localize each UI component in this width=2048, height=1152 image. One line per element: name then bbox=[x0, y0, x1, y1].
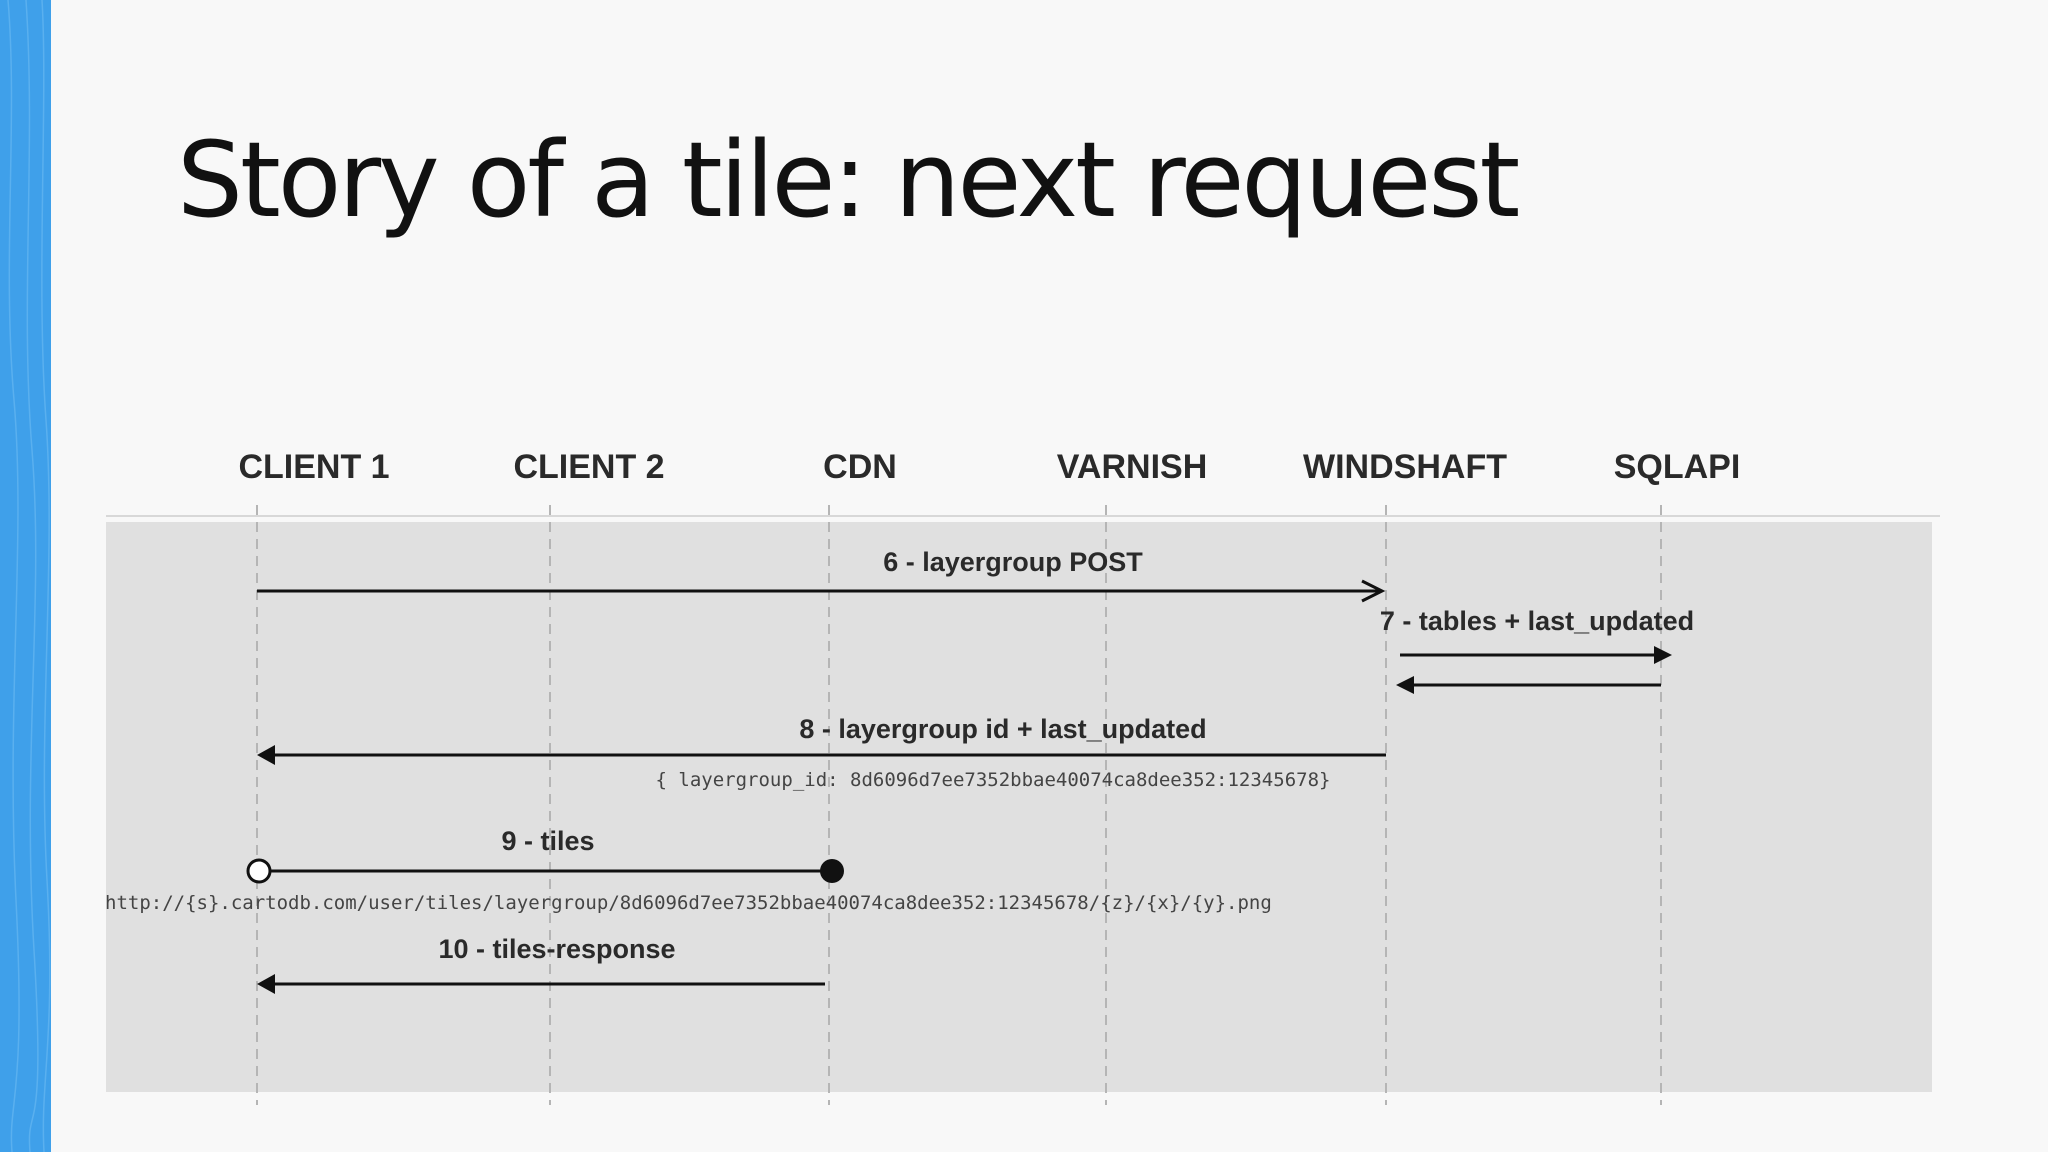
message-7-label: 7 - tables + last_updated bbox=[1380, 606, 1694, 636]
message-9-arrow bbox=[246, 858, 844, 884]
message-7-return-arrow bbox=[1396, 676, 1661, 694]
layergroup-payload-note: { layergroup_id: 8d6096d7ee7352bbae40074… bbox=[656, 769, 1331, 791]
actor-varnish: VARNISH bbox=[1057, 448, 1208, 486]
topographic-pattern bbox=[7, 0, 51, 1152]
slide-title: Story of a tile: next request bbox=[177, 119, 1520, 241]
diagram-panel bbox=[106, 522, 1932, 1092]
actor-sqlapi: SQLAPI bbox=[1614, 448, 1741, 486]
message-8-arrow bbox=[257, 745, 1386, 765]
found-message-start-icon bbox=[246, 858, 272, 884]
actor-windshaft: WINDSHAFT bbox=[1303, 448, 1507, 486]
message-6-arrow bbox=[257, 579, 1386, 603]
message-10-arrow bbox=[257, 974, 825, 994]
side-accent-bar bbox=[0, 0, 51, 1152]
actor-client-2: CLIENT 2 bbox=[513, 448, 664, 486]
tile-url-note: http://{s}.cartodb.com/user/tiles/layerg… bbox=[105, 892, 1272, 914]
actor-client-1: CLIENT 1 bbox=[238, 448, 389, 486]
message-10-label: 10 - tiles-response bbox=[438, 934, 675, 964]
message-6-label: 6 - layergroup POST bbox=[883, 547, 1143, 577]
message-7-arrow bbox=[1400, 646, 1672, 664]
found-message-end-icon bbox=[820, 859, 844, 883]
actor-cdn: CDN bbox=[823, 448, 897, 486]
message-8-label: 8 - layergroup id + last_updated bbox=[799, 714, 1206, 744]
message-9-label: 9 - tiles bbox=[501, 826, 594, 856]
